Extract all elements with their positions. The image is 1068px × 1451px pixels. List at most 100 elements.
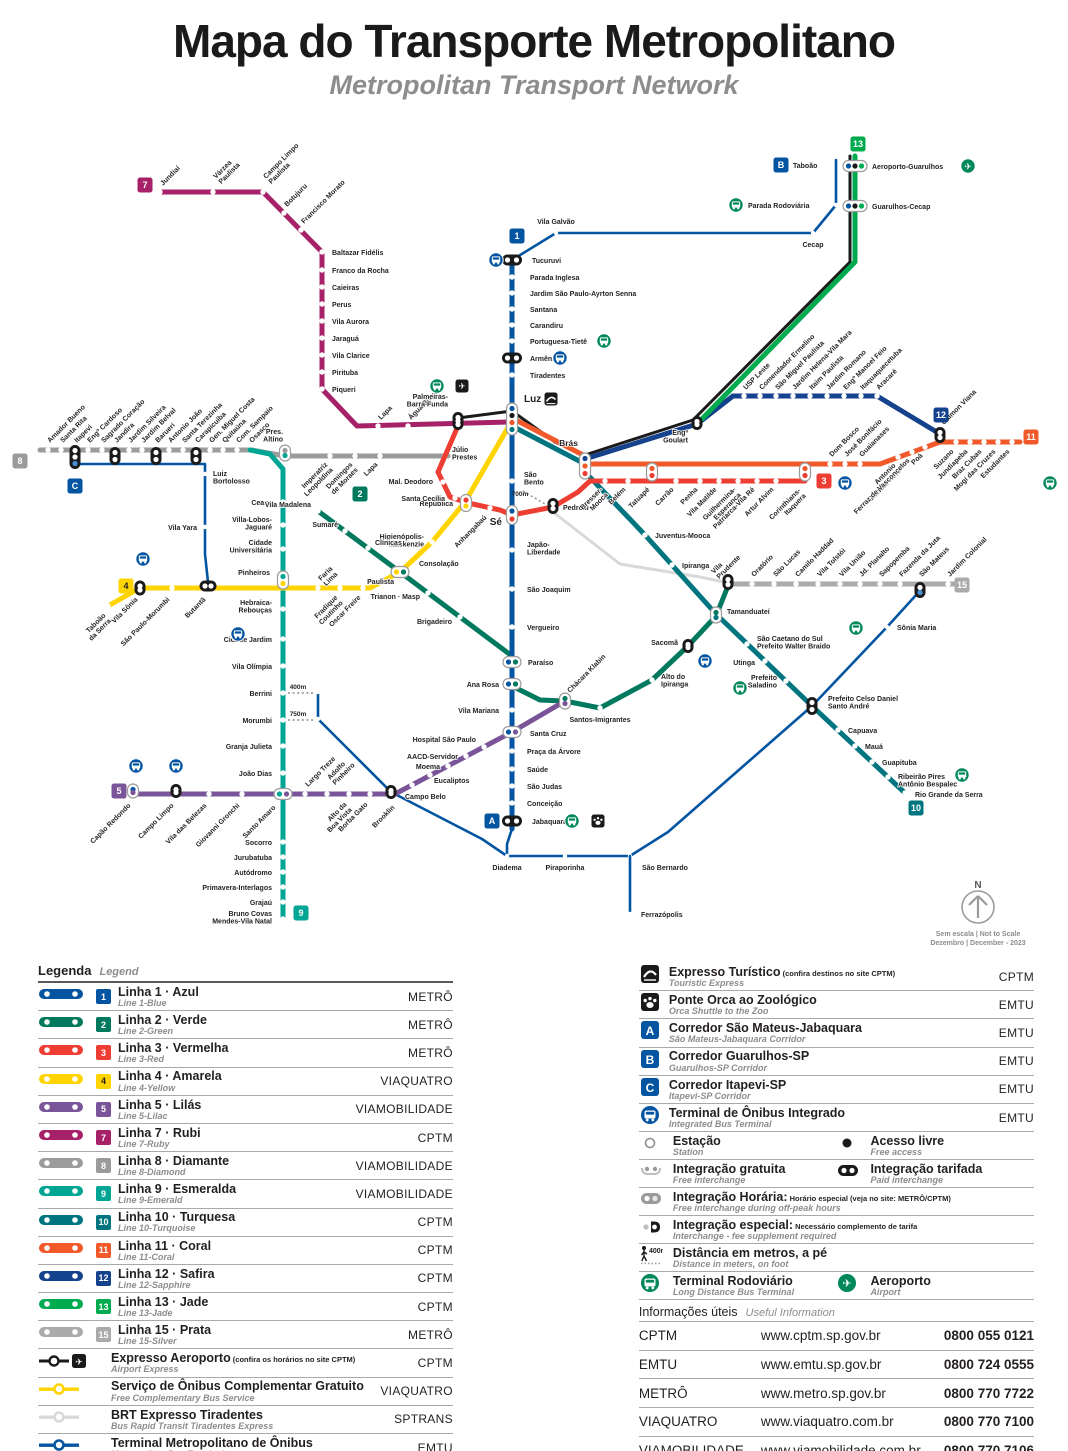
symbol-name-pt: Integração gratuita	[672, 1161, 786, 1176]
legend-service-list: Expresso Turístico (confira destinos no …	[638, 963, 1034, 1133]
legend-chip-line	[39, 1327, 83, 1338]
station-dot	[85, 447, 91, 453]
interchange-pill	[69, 445, 81, 469]
legend-service-row: ✈Expresso Aeroporto (confira os horários…	[38, 1349, 453, 1378]
station-label: Taboão	[793, 163, 817, 170]
station-dot	[673, 478, 679, 484]
station-label: Piraporinha	[546, 865, 585, 872]
station-dot	[902, 790, 908, 796]
station-dot	[815, 581, 821, 587]
line-l7-rubi	[157, 189, 512, 429]
station-dot	[327, 453, 333, 459]
line-operator: VIAQUATRO	[380, 1074, 453, 1089]
station-dot	[234, 447, 240, 453]
station-dot	[827, 461, 833, 467]
station-dot	[405, 423, 411, 429]
term-green-icon	[596, 333, 612, 349]
station-dot	[302, 791, 308, 797]
interchange-pill	[842, 159, 868, 173]
line-chip	[38, 1126, 96, 1149]
station-label: Jurubatuba	[234, 855, 272, 862]
line-badge-4: 4	[118, 578, 134, 594]
interchange-pill	[190, 447, 202, 465]
station-label: Anhangabaú	[453, 514, 488, 549]
station-dot	[315, 585, 321, 591]
line-chip	[38, 1239, 96, 1262]
legend-symbol-row: Integração especial: Necessário compleme…	[638, 1216, 1034, 1245]
station-label: Francisco Morato	[300, 179, 346, 225]
station-label: Campo Limpo	[137, 802, 175, 840]
station-dot	[642, 532, 648, 538]
interchange-pill	[806, 697, 818, 715]
station-dot	[773, 478, 779, 484]
legend-header: Legenda Legend	[38, 963, 453, 983]
station-dot	[509, 547, 515, 553]
station-dot	[202, 524, 208, 530]
line-corridor-c	[73, 462, 210, 584]
date-note: Dezembro | December - 2023	[930, 940, 1025, 947]
station-dot	[206, 791, 212, 797]
station-dot	[425, 590, 431, 596]
station-label: Parada Inglesa	[530, 275, 580, 282]
station-label: São Bernardo	[642, 865, 688, 872]
interchange-pill	[150, 447, 162, 465]
station-dot	[649, 677, 655, 683]
station-label: Ceasa	[251, 500, 272, 507]
station-label: Higienópolis-Mackenzie	[380, 534, 425, 549]
station-label: Campo LimpoPaulista	[262, 142, 305, 185]
line-name-pt: Linha 3 · Vermelha	[118, 1041, 229, 1056]
service-names: Terminal Metropolitano de ÔnibusMetropol…	[111, 1436, 418, 1451]
station-label: Aeroporto-Guarulhos	[872, 164, 943, 171]
symbol-icon	[639, 1216, 673, 1243]
line-l1-azul	[509, 257, 515, 832]
station-label: VárzeaPaulista	[212, 156, 241, 185]
line-l13-jade	[694, 153, 858, 427]
line-chip	[38, 1041, 96, 1064]
station-dot	[346, 791, 352, 797]
service-names: Expresso Aeroporto (confira os horários …	[111, 1351, 418, 1375]
service-name-pt: Terminal de Ônibus Integrado	[668, 1105, 846, 1120]
line-name-pt: Linha 1 · Azul	[118, 984, 199, 999]
station-dot	[509, 274, 515, 280]
svg-text:B: B	[778, 160, 785, 170]
interchange-pill	[505, 402, 519, 436]
service-name-pt: Expresso Turístico (confira destinos no …	[668, 964, 896, 979]
station-dot	[319, 386, 325, 392]
symbol-name-pt: Terminal Rodoviário	[672, 1273, 793, 1288]
service-icon: A	[639, 1019, 669, 1046]
station-label: Jabaquara	[532, 819, 567, 826]
station-label: Carandiru	[530, 323, 563, 330]
interchange-pill	[502, 655, 522, 669]
zoo-icon	[640, 993, 659, 1012]
station-dot	[981, 439, 987, 445]
symbol-name-en: Interchange - fee supplement required	[672, 1230, 837, 1241]
station-dot	[319, 335, 325, 341]
station-dot	[126, 447, 132, 453]
airport-icon: ✈	[838, 1274, 857, 1293]
symbol-icon: ✈	[836, 1272, 870, 1299]
service-chip	[38, 1436, 111, 1451]
useful-info-header-en: Useful Information	[745, 1307, 835, 1320]
cptm-icon	[544, 392, 558, 406]
legend-right-service-row: Expresso Turístico (confira destinos no …	[638, 963, 1034, 992]
svg-text:N: N	[974, 880, 981, 891]
term-green-icon	[954, 767, 970, 783]
station-label: Eucaliptos	[434, 778, 470, 785]
station-dot	[509, 800, 515, 806]
info-phone: 0800 770 7722	[943, 1385, 1034, 1401]
line-badge-10: 10	[908, 800, 924, 816]
